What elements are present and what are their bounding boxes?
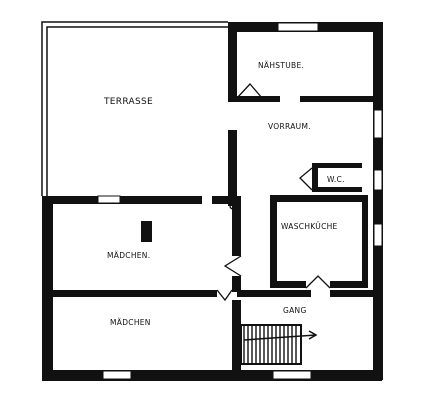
terrasse-outline	[41, 21, 228, 196]
door-swings	[216, 83, 331, 302]
room-label-gang: GANG	[283, 306, 307, 315]
stairs	[240, 324, 318, 365]
windows	[97, 22, 383, 380]
room-label-naehstube: NÄHSTUBE.	[258, 61, 304, 70]
room-label-wc: W.C.	[327, 175, 345, 184]
room-label-maedchen-2: MÄDCHEN	[110, 318, 151, 327]
room-label-terrasse: TERRASSE	[103, 97, 153, 107]
room-label-waschkueche: WASCHKÜCHE	[281, 222, 338, 231]
room-label-maedchen-1: MÄDCHEN.	[107, 251, 150, 260]
wall-structure	[42, 22, 383, 381]
room-label-vorraum: VORRAUM.	[268, 122, 311, 131]
